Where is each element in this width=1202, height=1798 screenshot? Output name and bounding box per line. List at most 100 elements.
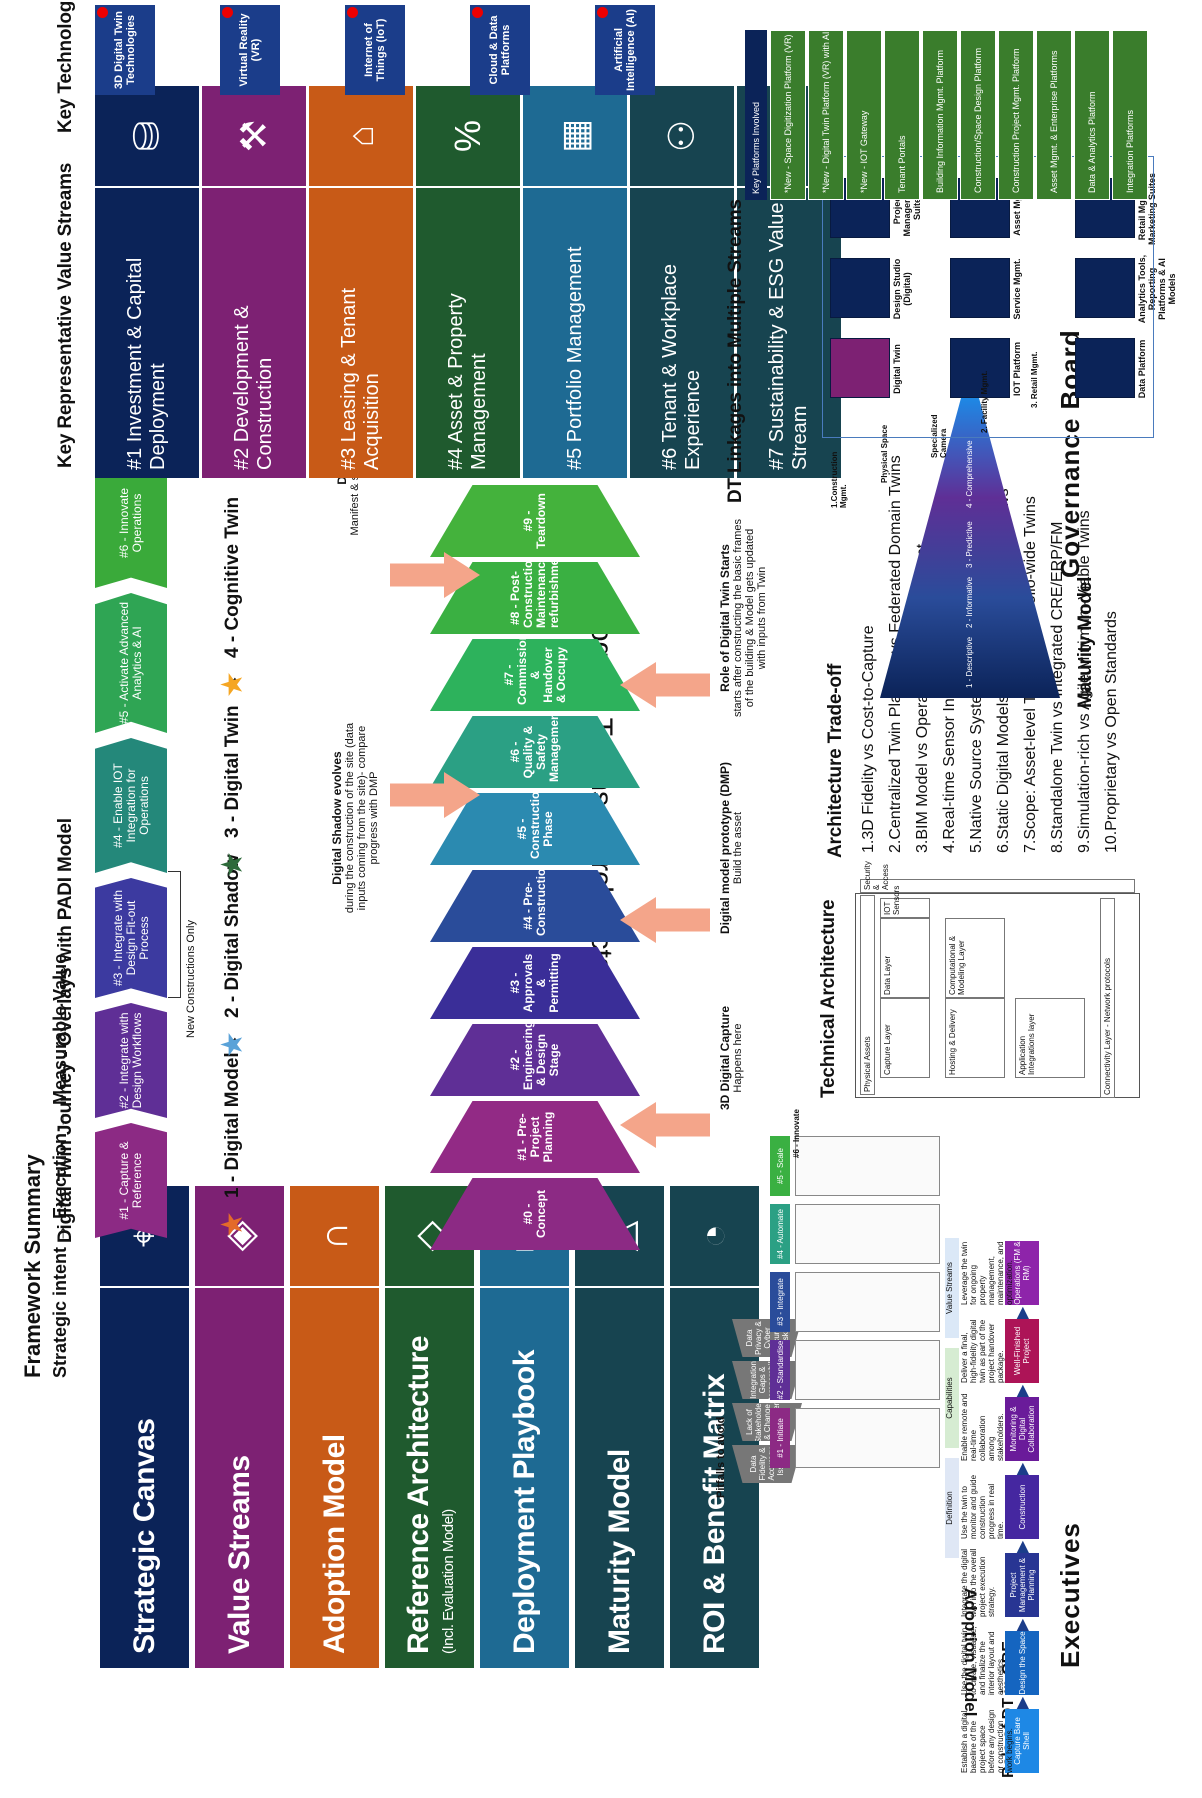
role-step: Construction: [1005, 1475, 1039, 1539]
adoption-title: Adoption Model: [961, 1588, 980, 1717]
role-arrow-icon: ▶: [1014, 1696, 1031, 1709]
adoption-step: #5 - Scale: [770, 1136, 790, 1196]
platform-item: Construction Project Mgmt. Platform: [998, 30, 1034, 200]
coins-icon: ⛁: [95, 86, 199, 186]
phase-label: #6 - Quality & Safety Management: [508, 708, 561, 782]
role-step-desc: Deliver a final, high-fidelity digital t…: [960, 1319, 1005, 1383]
linkages-title: DT Linkages into Multiple Streams: [725, 199, 746, 503]
value-streams-title: Key Representative Value Streams: [55, 162, 76, 468]
padi-step: #2 - Integrate with Design Workflows: [95, 1003, 167, 1118]
phase-label: #8 - Post-Construction Maintenance/ refu…: [508, 547, 561, 628]
role-step: Design the Space: [1005, 1631, 1039, 1695]
adoption-row-label: Definition: [945, 1458, 959, 1558]
framework-item: Adoption Model: [290, 1288, 379, 1668]
adoption-step-body: [795, 1204, 940, 1264]
role-arrow-icon: ▶: [1014, 1540, 1031, 1553]
framework-item-label: Value Streams: [222, 1455, 256, 1654]
framework-item: Value Streams: [195, 1288, 284, 1668]
tradeoff-item: 10.Proprietary vs Open Standards: [1103, 611, 1120, 853]
stage-star-icon: ★: [216, 1031, 249, 1058]
framework-item-label: Maturity Model: [602, 1449, 636, 1654]
phase-trapezoid: #4 - Pre-Construction: [410, 870, 660, 942]
maturity-level: 3 - Predictive: [965, 521, 974, 568]
blocks-icon: ▦: [523, 86, 627, 186]
adoption-step: #4 - Automate: [770, 1204, 790, 1264]
framework-item: Deployment Playbook: [480, 1288, 569, 1668]
role-step: Project Management & Planning: [1005, 1553, 1039, 1617]
tech-layer: Physical Assets: [860, 895, 875, 1095]
pitfall-item: Data Privacy & Cyber Security Risks: [732, 1319, 802, 1357]
maturity-title: Maturity Model: [1075, 576, 1096, 708]
callout-arrow-icon: [620, 1102, 710, 1148]
phase-label: #7 - Commissioning & Handover & Occupy: [501, 614, 568, 705]
role-step-desc: Leverage the twin for ongoing property m…: [960, 1241, 1014, 1305]
padi-step: #1 - Capture & Reference: [95, 1123, 167, 1238]
padi-step: #3 - Integrate with Design Fit-out Proce…: [95, 878, 167, 998]
pitfalls-title: Pitfalls to avoid: [715, 1416, 727, 1498]
journey-note-title: 3D Digital Capture: [718, 1006, 732, 1111]
status-dot-icon: [472, 7, 483, 18]
phase-label: #1 - Pre-Project Planning: [514, 1111, 555, 1163]
adoption-step-body: [795, 1408, 940, 1468]
framework-item-label: Strategic Canvas: [127, 1418, 161, 1654]
tech-layer: Hosting & Delivery: [945, 998, 1005, 1078]
new-constructions-bracket: [168, 871, 181, 998]
adoption-step: #1 - Initiate: [770, 1408, 790, 1468]
linkage-source: 1.Construction Mgmt.: [830, 451, 848, 508]
role-step: Well-Finished Project: [1005, 1319, 1039, 1383]
maturity-level: 4 - Comprehensive: [965, 440, 974, 508]
maturity-level: 2 - Informative: [965, 576, 974, 628]
journey-note-body: starts after constructing the basic fram…: [732, 518, 768, 718]
stage-label: 2 - Digital Shadow: [222, 854, 243, 1018]
tech-layer: Connectivity Layer - Network protocols: [1100, 898, 1115, 1098]
framework-item: Reference Architecture(Incl. Evaluation …: [385, 1288, 474, 1668]
tech-layer: IOT Sensors: [880, 886, 930, 918]
platform-item: *New - IOT Gateway: [846, 30, 882, 200]
stage-label: 3 - Digital Twin: [222, 705, 243, 838]
status-dot-icon: [222, 7, 233, 18]
key-tech-item: Internet of Things (IoT): [345, 5, 405, 95]
adoption-step: #3 - Integrate: [770, 1272, 790, 1332]
phase-label: #2 - Engineering & Design Stage: [508, 1020, 561, 1090]
new-constructions-note: New Constructions Only: [185, 920, 197, 1038]
framework-item-label: Reference Architecture: [402, 1335, 435, 1654]
adoption-step-body: [795, 1136, 940, 1196]
framework-item-label: Deployment Playbook: [507, 1350, 541, 1654]
stage-star-icon: ★: [216, 1211, 249, 1238]
platforms-title: Key Platforms Involved: [745, 30, 767, 200]
framework-item-icon: ∩: [290, 1186, 379, 1286]
stage-label: 1 - Digital Model: [222, 1052, 243, 1198]
journey-note-title: Role of Digital Twin Starts: [718, 544, 732, 692]
framework-item: Maturity Model: [575, 1288, 664, 1668]
value-stream: #2 Development & Construction: [202, 188, 306, 478]
platform-item: Tenant Portals: [884, 30, 920, 200]
key-tech-item: Artificial Intelligence (AI): [595, 5, 655, 95]
status-dot-icon: [347, 7, 358, 18]
key-tech-item: Cloud & Data Platforms: [470, 5, 530, 95]
phase-trapezoid: #3 - Approvals & Permitting: [410, 947, 660, 1019]
platform-item: *New - Digital Twin Platform (VR) with A…: [808, 30, 844, 200]
phase-trapezoid: #7 - Commissioning & Handover & Occupy: [410, 639, 660, 711]
role-arrow-icon: ▶: [1014, 1306, 1031, 1319]
maturity-level: 1 - Descriptive: [965, 636, 974, 688]
adoption-row-label: Value Streams: [945, 1238, 959, 1338]
tech-layer: Application Integrations layer: [1015, 998, 1085, 1078]
journey-note-body: during the construction of the site (dat…: [344, 722, 380, 914]
phase-trapezoid: #9 - Teardown: [410, 485, 660, 557]
framework-title: Framework Summary: [20, 1154, 45, 1378]
value-stream: #4 Asset & Property Management: [416, 188, 520, 478]
framework-item: Strategic Canvas: [100, 1288, 189, 1668]
status-dot-icon: [97, 7, 108, 18]
framework-item-icon: ◔: [670, 1186, 759, 1286]
house-percent-icon: %: [416, 86, 520, 186]
phase-label: #0 - Concept: [521, 1190, 548, 1238]
value-stream: #3 Leasing & Tenant Acquisition: [309, 188, 413, 478]
value-stream: #1 Investment & Capital Deployment: [95, 188, 199, 478]
platform-item: Data & Analytics Platform: [1074, 30, 1110, 200]
role-step-desc: Use the twin to monitor and guide constr…: [960, 1474, 1005, 1539]
